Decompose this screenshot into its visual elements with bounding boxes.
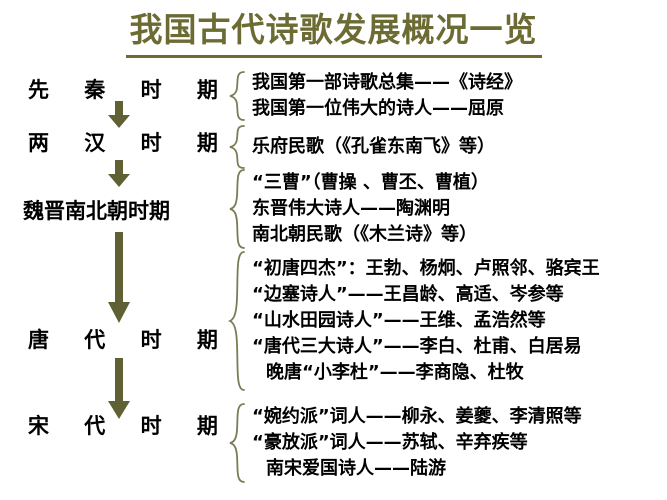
content-items: “三曹”（曹操 、曹丕、曹植） 东晋伟大诗人——陶渊明 南北朝民歌（《木兰诗》等… <box>252 170 489 248</box>
list-item: 乐府民歌（《孔雀东南飞》等） <box>252 136 495 157</box>
period-label-tang: 唐 代 时 期 <box>28 328 232 352</box>
list-item: “初唐四杰”：王勃、杨炯、卢照邻、骆宾王 <box>252 258 600 279</box>
list-item: 南北朝民歌（《木兰诗》等） <box>252 224 477 245</box>
list-item: “边塞诗人”——王昌龄、高适、岑参等 <box>252 284 564 305</box>
content-items: 乐府民歌（《孔雀东南飞》等） <box>252 134 495 160</box>
arrow-lianghan-to-weijin <box>104 160 134 188</box>
list-item: 东晋伟大诗人——陶渊明 <box>252 198 450 219</box>
list-item: “山水田园诗人”——王维、孟浩然等 <box>252 310 546 331</box>
content-items: 我国第一部诗歌总集——《诗经》 我国第一位伟大的诗人——屈原 <box>252 70 522 122</box>
list-item: 晚唐“小李杜”——李商隐、杜牧 <box>266 362 524 383</box>
list-item: “唐代三大诗人”——李白、杜甫、白居易 <box>252 336 582 357</box>
content-group-weijin: “三曹”（曹操 、曹丕、曹植） 东晋伟大诗人——陶渊明 南北朝民歌（《木兰诗》等… <box>222 168 489 250</box>
arrow-xianqin-to-lianghan <box>104 101 134 129</box>
content-group-xianqin: 我国第一部诗歌总集——《诗经》 我国第一位伟大的诗人——屈原 <box>222 70 522 122</box>
brace-icon <box>222 250 248 392</box>
arrow-tang-to-song <box>104 358 134 420</box>
content-group-lianghan: 乐府民歌（《孔雀东南飞》等） <box>222 124 495 170</box>
period-label-lianghan: 两 汉 时 期 <box>28 131 232 155</box>
page-title: 我国古代诗歌发展概况一览 <box>125 8 542 58</box>
content-items: “婉约派”词人——柳永、姜夔、李清照等 “豪放派”词人——苏轼、辛弃疾等 南宋爱… <box>252 404 582 482</box>
period-label-song: 宋 代 时 期 <box>28 414 232 438</box>
period-label-weijin: 魏晋南北朝时期 <box>23 199 170 223</box>
list-item: “婉约派”词人——柳永、姜夔、李清照等 <box>252 406 582 427</box>
arrow-weijin-to-tang <box>104 232 134 324</box>
list-item: 我国第一位伟大的诗人——屈原 <box>252 98 504 119</box>
content-items: “初唐四杰”：王勃、杨炯、卢照邻、骆宾王 “边塞诗人”——王昌龄、高适、岑参等 … <box>252 256 600 386</box>
brace-icon <box>222 124 248 170</box>
brace-icon <box>222 168 248 250</box>
list-item: 南宋爱国诗人——陆游 <box>266 458 446 479</box>
content-group-song: “婉约派”词人——柳永、姜夔、李清照等 “豪放派”词人——苏轼、辛弃疾等 南宋爱… <box>222 402 582 484</box>
period-label-xianqin: 先 秦 时 期 <box>28 78 232 102</box>
brace-icon <box>222 70 248 122</box>
content-group-tang: “初唐四杰”：王勃、杨炯、卢照邻、骆宾王 “边塞诗人”——王昌龄、高适、岑参等 … <box>222 250 600 392</box>
list-item: “三曹”（曹操 、曹丕、曹植） <box>252 172 489 193</box>
brace-icon <box>222 402 248 484</box>
list-item: 我国第一部诗歌总集——《诗经》 <box>252 72 522 93</box>
chart-title-container: 我国古代诗歌发展概况一览 <box>0 8 667 58</box>
list-item: “豪放派”词人——苏轼、辛弃疾等 <box>252 432 528 453</box>
